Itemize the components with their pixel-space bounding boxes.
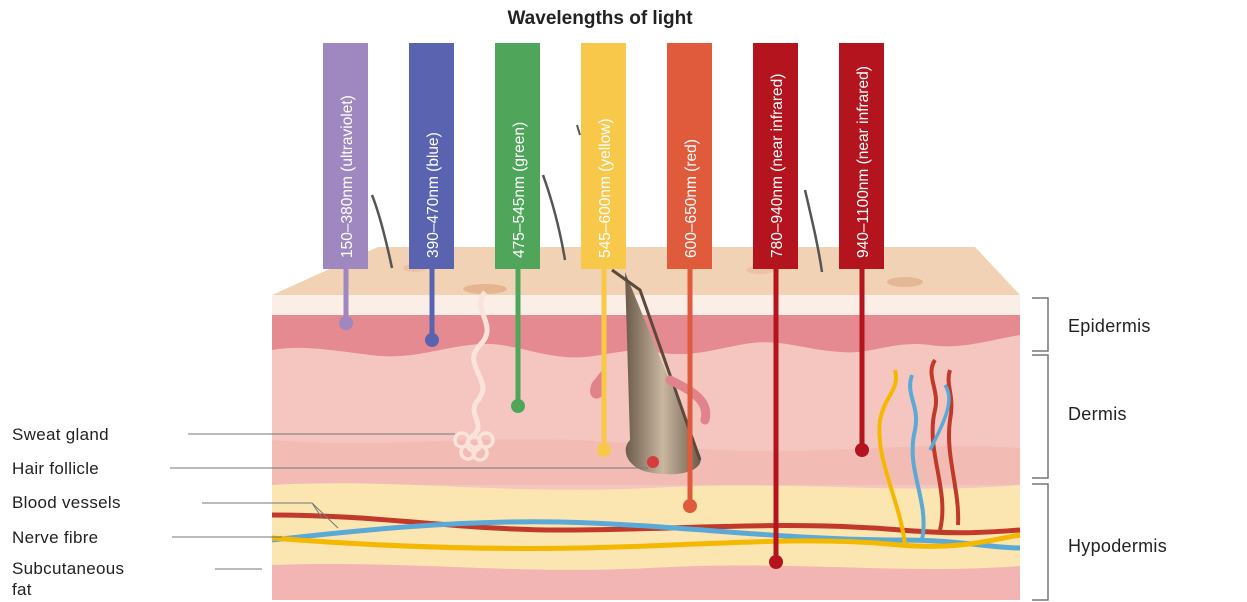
subcutaneous-fat [272,564,1020,600]
skin-cross-section [272,125,1020,600]
probe-end [769,555,783,569]
probe-end [683,499,697,513]
label-subcutaneous-fat: Subcutaneous [12,559,124,578]
wavelength-label: 545–600nm (yellow) [597,118,614,258]
probe-end [855,443,869,457]
label-dermis: Dermis [1068,404,1127,424]
label-hypodermis: Hypodermis [1068,536,1167,556]
wavelength-label: 940–1100nm (near infrared) [855,66,872,258]
skin-spot [887,277,923,287]
wavelength-label: 390–470nm (blue) [425,132,442,258]
surface-hair [577,125,580,135]
label-blood-vessels: Blood vessels [12,493,121,512]
label-subcutaneous-fat-line2: fat [12,580,32,599]
wavelength-label: 600–650nm (red) [683,139,700,258]
layer-brackets [1032,298,1048,600]
diagram-title: Wavelengths of light [507,8,693,29]
probe-end [339,316,353,330]
hair-papilla [647,456,659,468]
bracket-epidermis [1032,298,1048,351]
probe-end [425,333,439,347]
label-epidermis: Epidermis [1068,316,1151,336]
label-sweat-gland: Sweat gland [12,425,109,444]
skin-surface [272,247,1020,295]
wavelength-label: 475–545nm (green) [511,122,528,258]
probe-end [597,443,611,457]
wavelength-label: 780–940nm (near infrared) [769,74,786,258]
wavelength-label: 150–380nm (ultraviolet) [339,95,356,258]
bracket-hypodermis [1032,484,1048,600]
label-hair-follicle: Hair follicle [12,459,99,478]
probe-end [511,399,525,413]
label-nerve-fibre: Nerve fibre [12,528,98,547]
bracket-dermis [1032,355,1048,478]
